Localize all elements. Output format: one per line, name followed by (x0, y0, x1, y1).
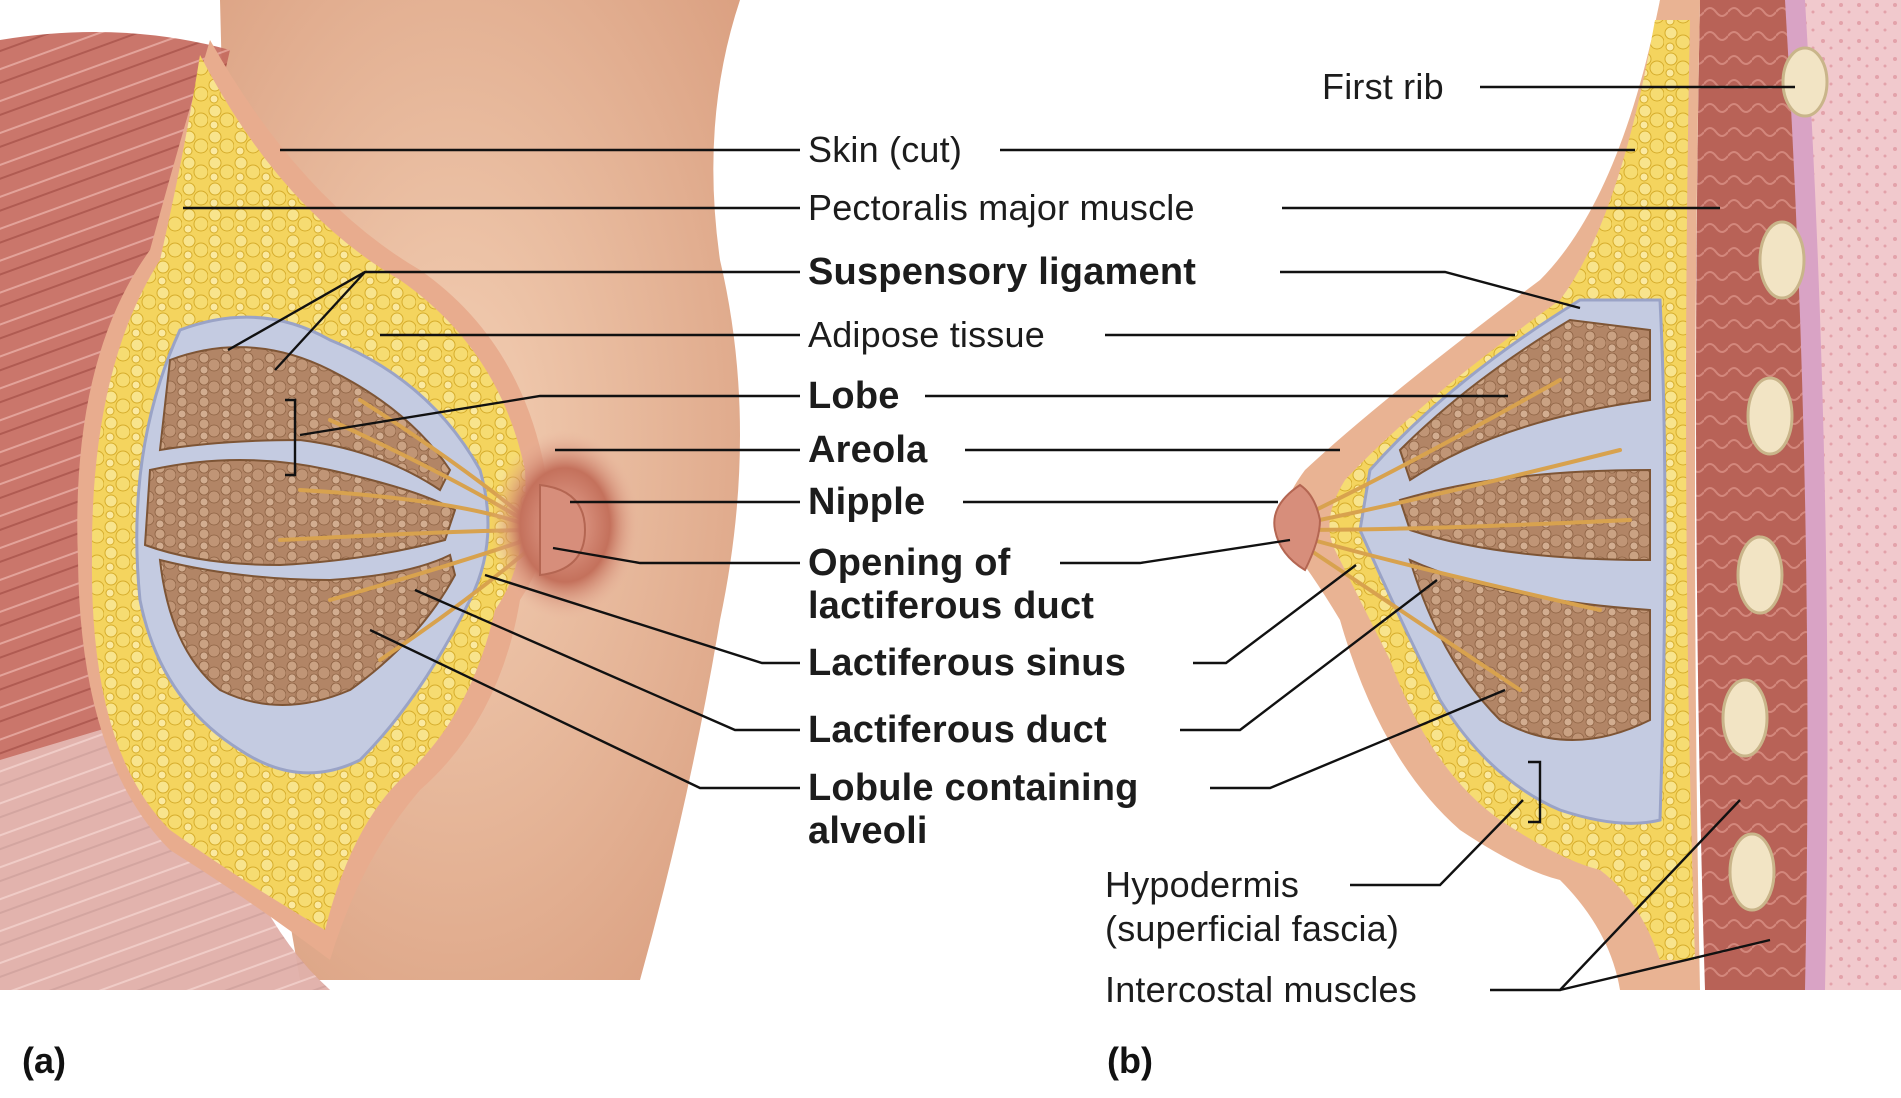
label-lobe: Lobe (808, 375, 900, 417)
leader-duct-right (1180, 579, 1438, 732)
leader-hypodermis (1350, 799, 1524, 887)
label-opening-line2: lactiferous duct (808, 585, 1095, 627)
label-lobule-line2: alveoli (808, 810, 928, 852)
label-first-rib: First rib (1322, 66, 1444, 107)
label-adipose: Adipose tissue (808, 314, 1045, 355)
leader-intercostal-2 (1559, 938, 1771, 992)
leader-opening-right (1060, 538, 1291, 565)
leader-sinus-right (1193, 564, 1357, 665)
leader-lines (183, 85, 1795, 992)
leader-lobule-left (369, 628, 800, 790)
leader-lobe-left (299, 394, 800, 437)
leader-suspensory-right (1280, 270, 1581, 310)
label-areola: Areola (808, 429, 928, 471)
label-suspensory: Suspensory ligament (808, 251, 1197, 293)
panel-b-art (1273, 0, 1901, 990)
label-duct: Lactiferous duct (808, 709, 1107, 751)
panel-label-a: (a) (22, 1040, 66, 1081)
leader-sinus-left (484, 573, 800, 665)
leader-suspensory-left-2 (274, 271, 366, 371)
leader-lobe-left-bracket (285, 398, 297, 477)
label-hypodermis-line1: Hypodermis (1105, 864, 1300, 905)
label-pectoralis: Pectoralis major muscle (808, 187, 1195, 228)
leader-hypodermis-bracket (1528, 760, 1542, 824)
label-intercostal: Intercostal muscles (1105, 969, 1417, 1010)
label-skin: Skin (cut) (808, 129, 963, 170)
label-sinus: Lactiferous sinus (808, 642, 1127, 684)
leader-opening-left (552, 546, 800, 565)
label-lobule-line1: Lobule containing (808, 767, 1139, 809)
leader-duct-left (414, 588, 800, 732)
panel-label-b: (b) (1107, 1040, 1153, 1081)
label-hypodermis-line2: (superficial fascia) (1105, 908, 1400, 949)
panel-a-art (0, 0, 740, 990)
label-nipple: Nipple (808, 481, 926, 523)
label-opening-line1: Opening of (808, 542, 1011, 584)
leader-lobule-right (1210, 688, 1506, 790)
